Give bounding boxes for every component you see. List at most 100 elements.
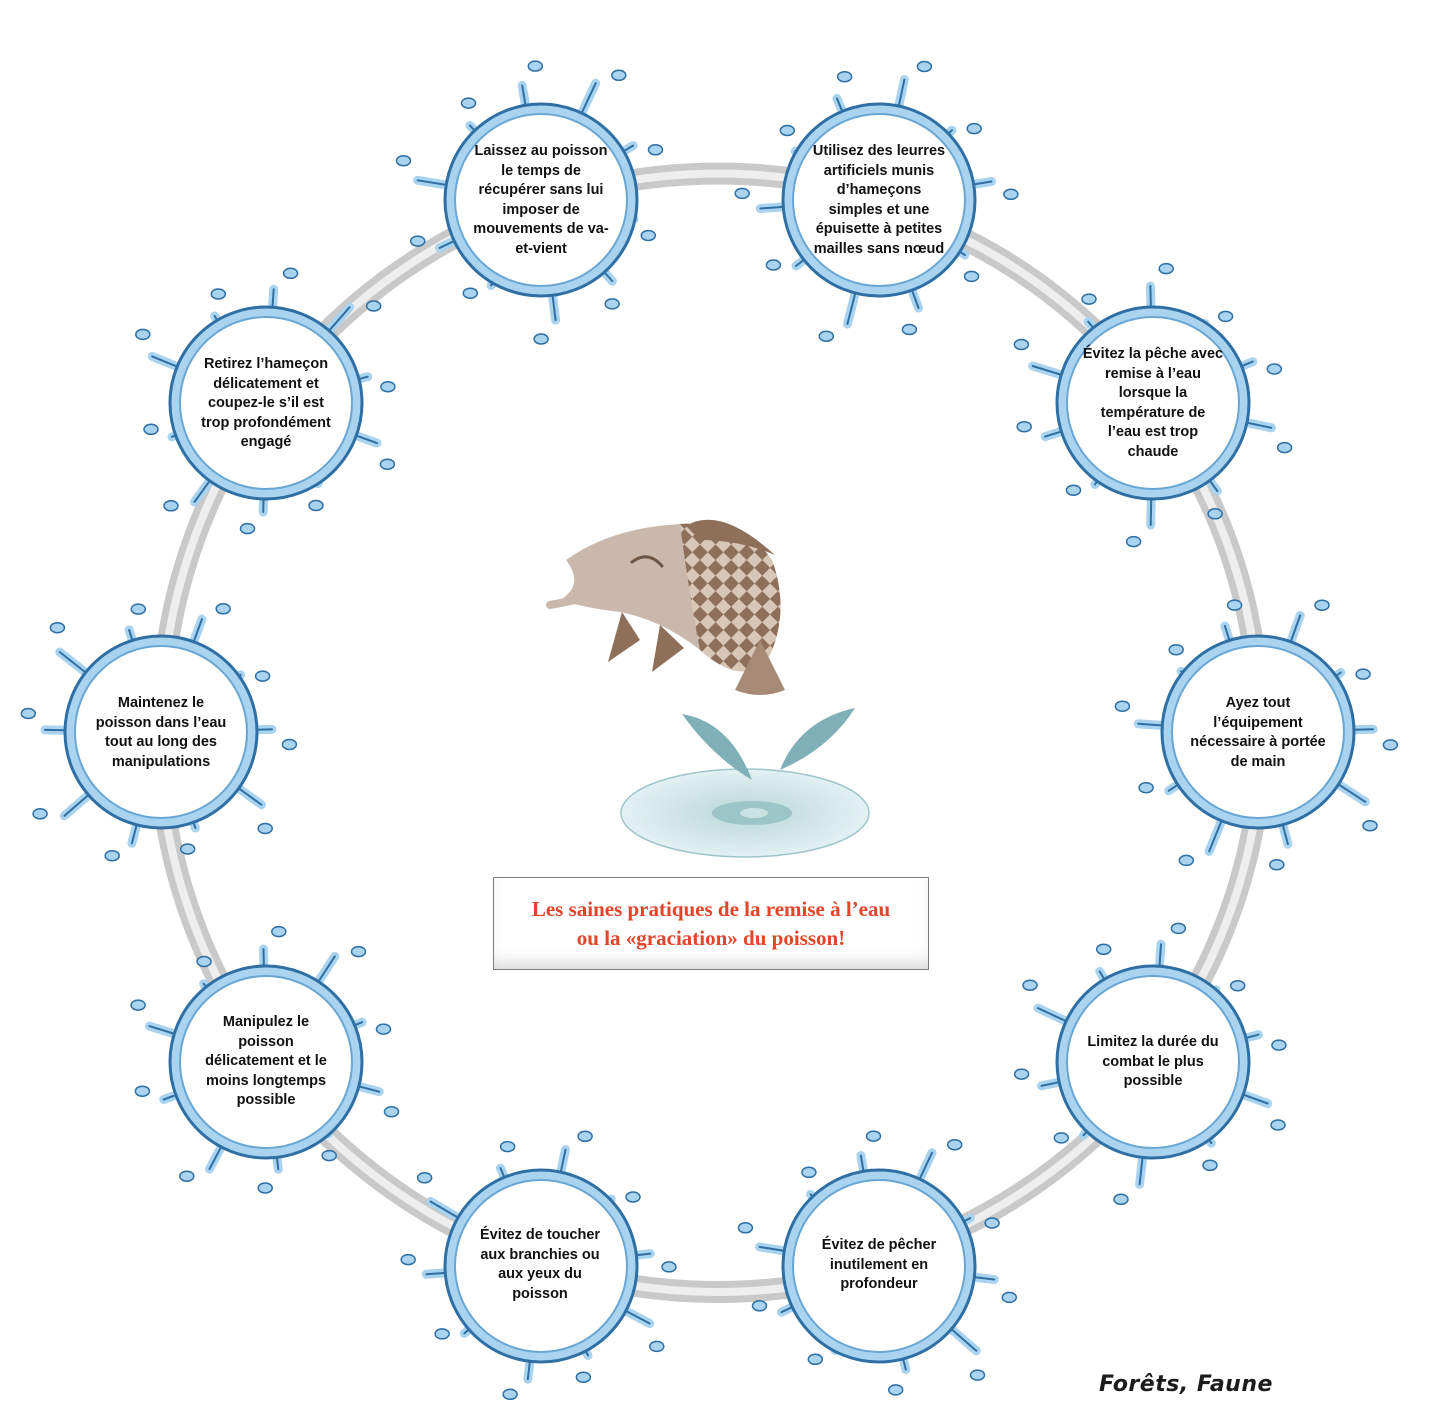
water-drop-icon xyxy=(649,1340,665,1353)
water-drop-icon xyxy=(196,955,212,968)
water-drop-icon xyxy=(239,522,256,535)
step-text-1: Laissez au poisson le temps de récupérer… xyxy=(473,143,609,257)
arrow-band-7 xyxy=(306,1113,476,1246)
splash-center xyxy=(1171,645,1345,819)
water-drop-icon xyxy=(1081,293,1097,305)
water-drop-icon xyxy=(282,267,299,280)
water-drop-icon xyxy=(765,259,782,271)
water-drop-icon xyxy=(1229,979,1246,992)
water-drop-icon xyxy=(400,1253,416,1266)
water-splash-icon xyxy=(400,1130,677,1401)
step-text-5: Limitez la durée du combat le plus possi… xyxy=(1087,1034,1219,1089)
water-drop-icon xyxy=(1266,363,1283,375)
step-text-10: Retirez l’hameçon délicatement et coupez… xyxy=(201,356,331,450)
step-text-4: Ayez tout l’équipement nécessaire à port… xyxy=(1190,695,1326,770)
arrow-band-8 xyxy=(153,807,237,1001)
step-text-3: Évitez la pêche avec remise à l’eau lors… xyxy=(1082,346,1224,460)
step-text-2: Utilisez des leurres artificiels munis d… xyxy=(812,143,946,257)
water-drop-icon xyxy=(210,288,227,300)
water-drop-icon xyxy=(1065,484,1082,496)
water-drop-icon xyxy=(737,1222,754,1234)
water-drop-icon xyxy=(1382,739,1399,751)
splash-center xyxy=(792,113,966,287)
water-drop-icon xyxy=(134,1085,151,1097)
water-drop-icon xyxy=(321,1149,337,1162)
water-drop-icon xyxy=(350,945,367,958)
splash-nodes xyxy=(20,60,1399,1401)
water-drop-icon xyxy=(1003,188,1019,201)
water-drop-icon xyxy=(460,97,477,109)
water-drop-icon xyxy=(1022,979,1038,991)
step-text-9: Maintenez le poisson dans l’eau tout au … xyxy=(95,695,227,770)
water-drop-icon xyxy=(1362,819,1378,832)
water-drop-icon xyxy=(135,328,151,341)
water-drop-icon xyxy=(395,154,412,167)
splash-center xyxy=(1066,316,1240,490)
water-drop-icon xyxy=(416,1172,433,1184)
water-drop-icon xyxy=(1202,1159,1218,1172)
water-drop-icon xyxy=(916,60,933,73)
water-drop-icon xyxy=(1271,1039,1287,1051)
water-splash-icon xyxy=(1013,922,1287,1206)
water-drop-icon xyxy=(1178,854,1195,867)
water-drop-icon xyxy=(104,849,120,862)
water-drop-icon xyxy=(1125,535,1142,548)
arrow-highlight-2 xyxy=(947,227,1110,346)
water-splash-icon xyxy=(20,603,298,862)
arrow-highlight-8 xyxy=(160,808,230,998)
water-drop-icon xyxy=(1207,508,1223,520)
water-drop-icon xyxy=(379,458,396,470)
splash-center xyxy=(792,1179,966,1353)
water-drop-icon xyxy=(946,1138,963,1151)
water-drop-icon xyxy=(577,1130,593,1143)
splash-center xyxy=(454,113,628,287)
water-drop-icon xyxy=(380,380,396,393)
water-drop-icon xyxy=(271,925,287,938)
water-drop-icon xyxy=(836,70,853,83)
water-drop-icon xyxy=(604,298,620,310)
water-splash-icon xyxy=(395,60,664,345)
water-drop-icon xyxy=(179,843,196,855)
water-drop-icon xyxy=(383,1105,400,1118)
water-drop-icon xyxy=(625,1191,641,1203)
water-drop-icon xyxy=(143,423,159,436)
water-drop-icon xyxy=(865,1130,882,1142)
water-drop-icon xyxy=(1053,1132,1070,1144)
water-drop-icon xyxy=(179,1170,195,1182)
water-drop-icon xyxy=(1217,310,1234,323)
water-drop-icon xyxy=(575,1371,592,1383)
water-drop-icon xyxy=(640,229,657,242)
splash-center xyxy=(454,1179,628,1353)
arrow-band-2 xyxy=(944,221,1115,351)
arrow-band-4 xyxy=(1182,807,1267,1001)
water-drop-icon xyxy=(984,1217,1000,1229)
water-drop-icon xyxy=(499,1140,516,1153)
water-drop-icon xyxy=(1226,599,1243,611)
water-drop-icon xyxy=(257,822,273,835)
water-drop-icon xyxy=(462,287,479,299)
splash-center xyxy=(74,645,248,819)
arrow-highlight-7 xyxy=(310,1118,473,1239)
water-drop-icon xyxy=(1095,943,1112,956)
water-drop-icon xyxy=(1001,1291,1018,1304)
arrow-highlight-6 xyxy=(614,1278,807,1297)
diagram-title-box: Les saines pratiques de la remise à l’ea… xyxy=(493,877,929,970)
water-drop-icon xyxy=(375,1023,392,1035)
water-drop-icon xyxy=(527,60,544,72)
water-drop-icon xyxy=(163,500,179,512)
water-drop-icon xyxy=(1276,441,1293,454)
water-drop-icon xyxy=(32,808,48,820)
water-splash-icon xyxy=(1114,599,1399,871)
water-drop-icon xyxy=(1170,922,1187,935)
leaping-fish-icon xyxy=(546,519,870,858)
water-drop-icon xyxy=(1158,262,1174,275)
water-drop-icon xyxy=(751,1300,768,1312)
water-splash-icon xyxy=(130,925,400,1194)
water-drop-icon xyxy=(49,621,66,634)
water-splash-icon xyxy=(135,267,396,535)
water-drop-icon xyxy=(434,1328,450,1340)
water-drop-icon xyxy=(257,1182,273,1194)
water-drop-icon xyxy=(966,122,982,135)
water-drop-icon xyxy=(1113,1193,1129,1206)
